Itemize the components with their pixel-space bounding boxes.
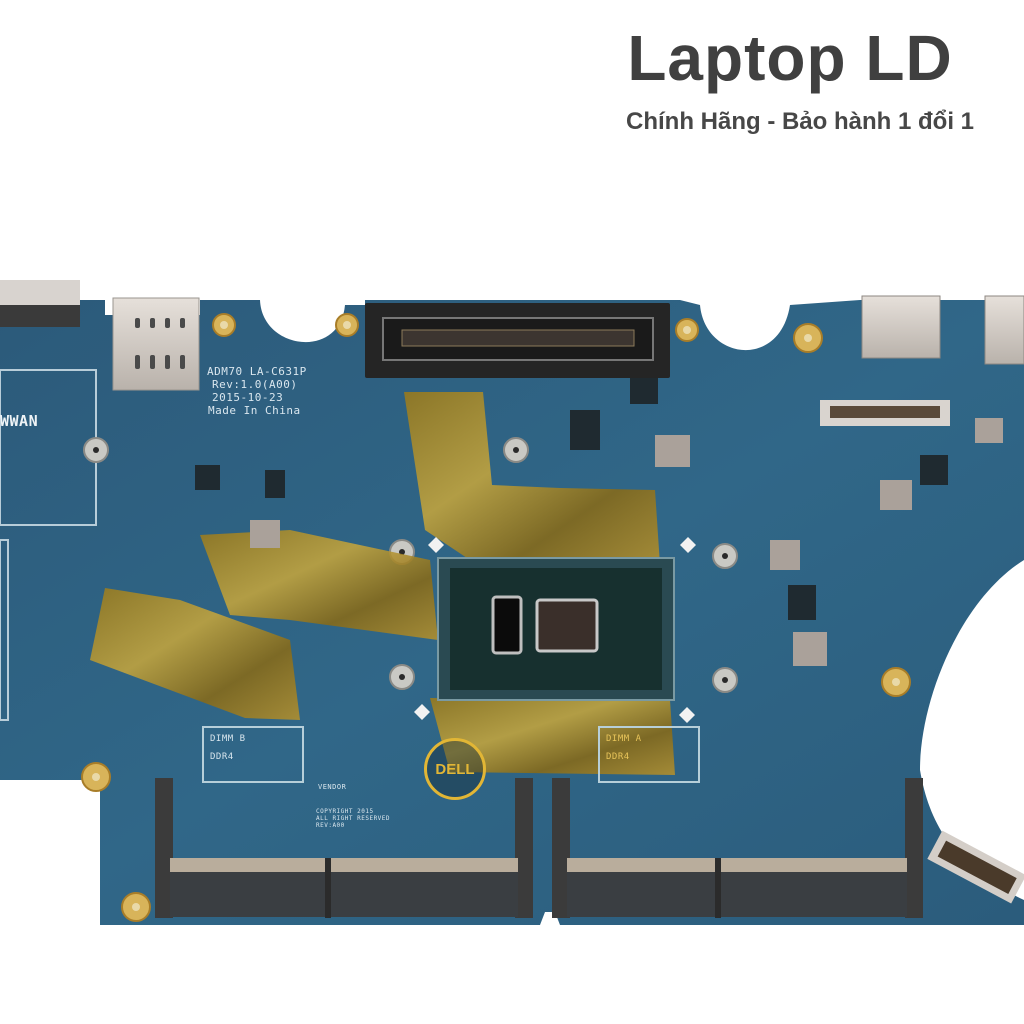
brand-title: Laptop LD xyxy=(627,22,953,94)
dell-logo-text: DELL xyxy=(435,760,475,778)
dimm-a-label: DIMM A xyxy=(606,734,642,744)
rev-line: REV:A00 xyxy=(316,822,345,829)
copyright-line1: COPYRIGHT 2015 xyxy=(316,808,374,815)
kapton-tape xyxy=(404,392,660,565)
brand-subtitle: Chính Hãng - Bảo hành 1 đổi 1 xyxy=(626,108,974,135)
dell-logo: DELL xyxy=(424,738,486,800)
board-revision-label: Rev:1.0(A00) xyxy=(212,378,298,391)
dimm-b-label: DIMM B xyxy=(210,734,246,744)
wwan-label: WWAN xyxy=(0,412,39,430)
board-model-label: ADM70 LA-C631P xyxy=(207,365,307,378)
kapton-tape xyxy=(430,698,675,775)
dimm-b-type-label: DDR4 xyxy=(210,752,234,762)
kapton-tape xyxy=(90,588,300,720)
board-date-label: 2015-10-23 xyxy=(212,391,284,404)
board-origin-label: Made In China xyxy=(208,404,301,417)
dimm-a-type-label: DDR4 xyxy=(606,752,630,762)
copyright-line2: ALL RIGHT RESERVED xyxy=(316,815,391,822)
vendor-label: VENDOR xyxy=(318,783,347,791)
kapton-tape xyxy=(200,530,438,640)
